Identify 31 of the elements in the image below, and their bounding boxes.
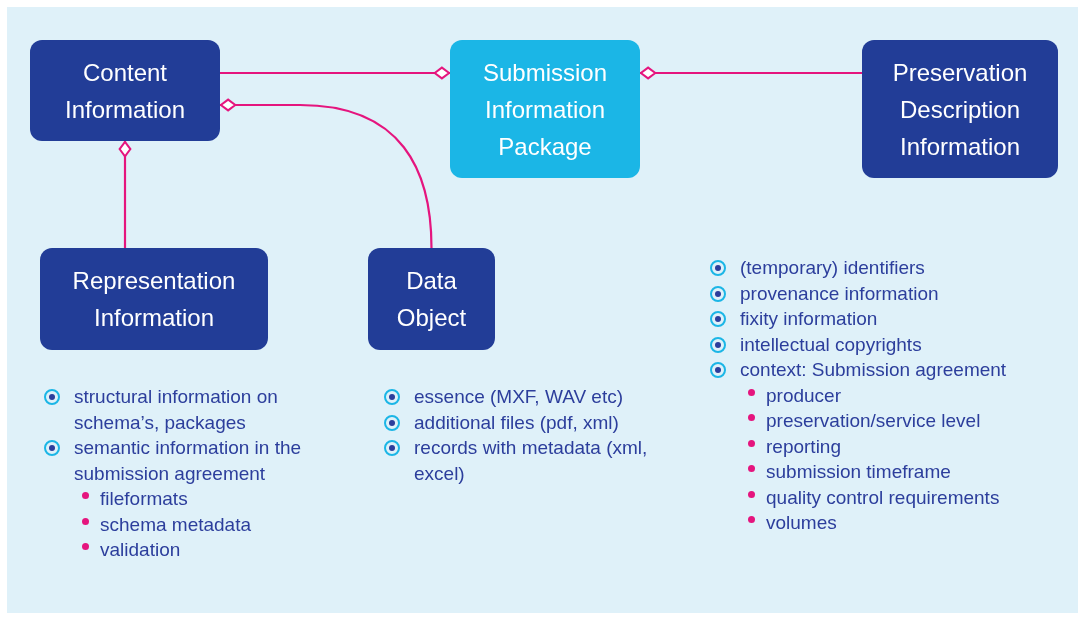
- list-item: context: Submission agreement: [708, 357, 1078, 383]
- list-item: schema metadata: [42, 511, 342, 537]
- box-title: Preservation Description Information: [891, 57, 1029, 162]
- connector-line: [220, 66, 451, 80]
- box-title: Submission Information Package: [481, 57, 609, 162]
- list-item: producer: [708, 382, 1078, 408]
- list-item: essence (MXF, WAV etc): [382, 384, 682, 410]
- info-box: [450, 40, 640, 178]
- list-item: fileformats: [42, 486, 342, 512]
- list-item: reporting: [708, 433, 1078, 459]
- info-box: [368, 248, 495, 350]
- info-box: [40, 248, 268, 350]
- list-item: intellectual copyrights: [708, 331, 1078, 357]
- info-box: [862, 40, 1058, 178]
- list-item: preservation/service level: [708, 408, 1078, 434]
- list-item: submission timeframe: [708, 459, 1078, 485]
- connector-line: [118, 140, 132, 248]
- list-item: records with metadata (xml, excel): [382, 435, 682, 486]
- box-title: Representation Information: [71, 266, 237, 333]
- connector-line: [219, 98, 433, 249]
- list-item: provenance information: [708, 280, 1078, 306]
- list-item: (temporary) identifiers: [708, 255, 1078, 281]
- list-item: volumes: [708, 510, 1078, 536]
- box-title: Data Object: [395, 266, 468, 333]
- info-box: [30, 40, 220, 141]
- list-item: fixity information: [708, 306, 1078, 332]
- box-title: Content Information: [63, 57, 187, 125]
- connector-line: [639, 66, 862, 80]
- list-item: validation: [42, 537, 342, 563]
- list-item: additional files (pdf, xml): [382, 409, 682, 435]
- list-item: quality control requirements: [708, 484, 1078, 510]
